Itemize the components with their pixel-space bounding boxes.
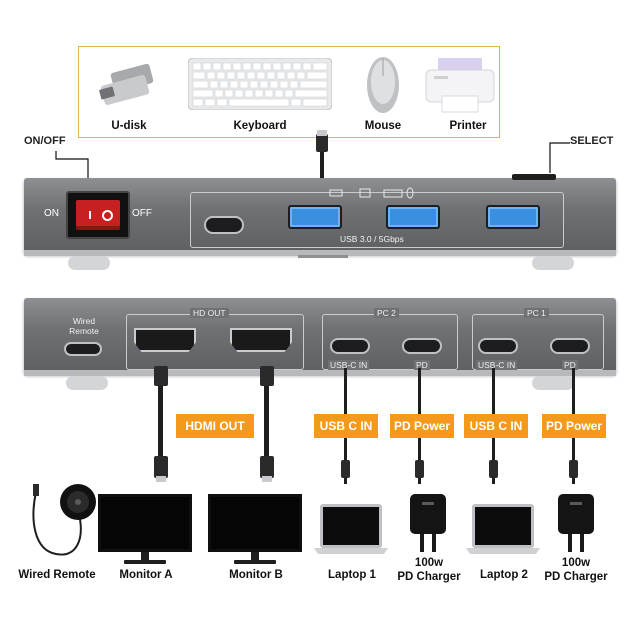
hdmi-cable-a-top-plug [154, 366, 168, 386]
monitor-b-image [208, 494, 302, 566]
switch-off-label: OFF [132, 208, 152, 219]
pc1-usb-c-in-port[interactable] [478, 338, 518, 354]
pc2-usb-c-in-label: USB-C IN [328, 360, 370, 370]
pc1-pd-port[interactable] [550, 338, 590, 354]
usb-a-plug-top [316, 134, 328, 152]
usbc-cable-pc1-in-plug [489, 460, 498, 478]
tag-usb-c-in-a: USB C IN [314, 414, 378, 438]
switch-on-label: ON [44, 208, 59, 219]
accessory-label-printer: Printer [449, 120, 487, 132]
hdmi-port-a[interactable] [134, 328, 196, 352]
laptop-1-image [314, 504, 388, 556]
device-label-monitor-b: Monitor B [229, 569, 283, 581]
front-panel-bottom-edge [24, 250, 616, 256]
keyboard-image [187, 57, 333, 111]
pc1-label: PC 1 [524, 308, 549, 318]
on-off-leader-line [54, 151, 90, 191]
back-foot-left [66, 376, 108, 390]
switch-on-mark [89, 211, 91, 219]
pd-charger-b-image [554, 494, 598, 556]
hdmi-cable-b-top-plug [260, 366, 274, 386]
hdmi-cable-b-bottom-plug [260, 456, 274, 478]
pc2-label: PC 2 [374, 308, 399, 318]
select-button[interactable] [512, 174, 556, 180]
pc2-usb-c-in-port[interactable] [330, 338, 370, 354]
hdmi-cable-a-bottom-plug [154, 456, 168, 478]
laptop-2-image [466, 504, 540, 556]
hdmi-cable-b [264, 386, 269, 458]
pc2-pd-port[interactable] [402, 338, 442, 354]
device-label-pd-charger-b: 100w PD Charger [544, 557, 608, 583]
on-off-label: ON/OFF [24, 135, 66, 147]
monitor-a-image [98, 494, 192, 566]
device-label-wired-remote: Wired Remote [18, 569, 96, 581]
usb-spec-label: USB 3.0 / 5Gbps [340, 234, 404, 244]
hdmi-port-b[interactable] [230, 328, 292, 352]
back-foot-right [532, 376, 574, 390]
front-usb-a-port-3[interactable] [486, 205, 540, 229]
back-panel [24, 298, 616, 374]
usb-a-plug-tip [317, 130, 327, 136]
hd-out-label: HD OUT [190, 308, 229, 318]
pc1-pd-label: PD [562, 360, 578, 370]
wired-remote-image [26, 480, 104, 564]
accessories-box [78, 46, 500, 138]
usbc-cable-pc2-in-plug [341, 460, 350, 478]
select-leader-line [546, 141, 572, 175]
accessory-label-u-disk: U-disk [111, 120, 147, 132]
pd-charger-a-image [406, 494, 450, 556]
power-switch[interactable] [66, 191, 130, 239]
u-disk-image [98, 62, 160, 106]
device-label-pd-charger-a: 100w PD Charger [397, 557, 461, 583]
front-usb-a-port-2[interactable] [386, 205, 440, 229]
device-icons [328, 186, 418, 199]
wired-remote-port-label: Wired Remote [69, 316, 99, 336]
device-label-monitor-a: Monitor A [119, 569, 173, 581]
tag-hdmi-out: HDMI OUT [176, 414, 254, 438]
hdmi-cable-a-tip [156, 476, 166, 482]
select-label: SELECT [570, 135, 614, 147]
accessory-label-keyboard: Keyboard [233, 120, 287, 132]
hdmi-cable-a [158, 386, 163, 458]
accessory-label-mouse: Mouse [364, 120, 402, 132]
front-usb-a-port-1[interactable] [288, 205, 342, 229]
tag-pd-power-a: PD Power [390, 414, 454, 438]
switch-off-mark [102, 210, 113, 221]
tag-usb-c-in-b: USB C IN [464, 414, 528, 438]
hdmi-cable-b-tip [262, 476, 272, 482]
mouse-image [366, 56, 400, 114]
front-foot-right [532, 256, 574, 270]
back-panel-bottom-edge [24, 370, 616, 376]
pc1-usb-c-in-label: USB-C IN [476, 360, 518, 370]
wired-remote-port[interactable] [64, 342, 102, 356]
device-label-laptop-1: Laptop 1 [328, 569, 376, 581]
front-usb-c-port[interactable] [204, 216, 244, 234]
usbc-cable-pc2-pd-plug [415, 460, 424, 478]
usb-cable [320, 152, 324, 178]
tag-pd-power-b: PD Power [542, 414, 606, 438]
device-label-laptop-2: Laptop 2 [480, 569, 528, 581]
front-port-group [190, 192, 564, 248]
printer-image [424, 56, 496, 116]
power-switch-rocker [76, 200, 120, 230]
usbc-cable-pc1-pd-plug [569, 460, 578, 478]
front-slot [298, 255, 348, 258]
front-foot-left [68, 256, 110, 270]
pc2-pd-label: PD [414, 360, 430, 370]
